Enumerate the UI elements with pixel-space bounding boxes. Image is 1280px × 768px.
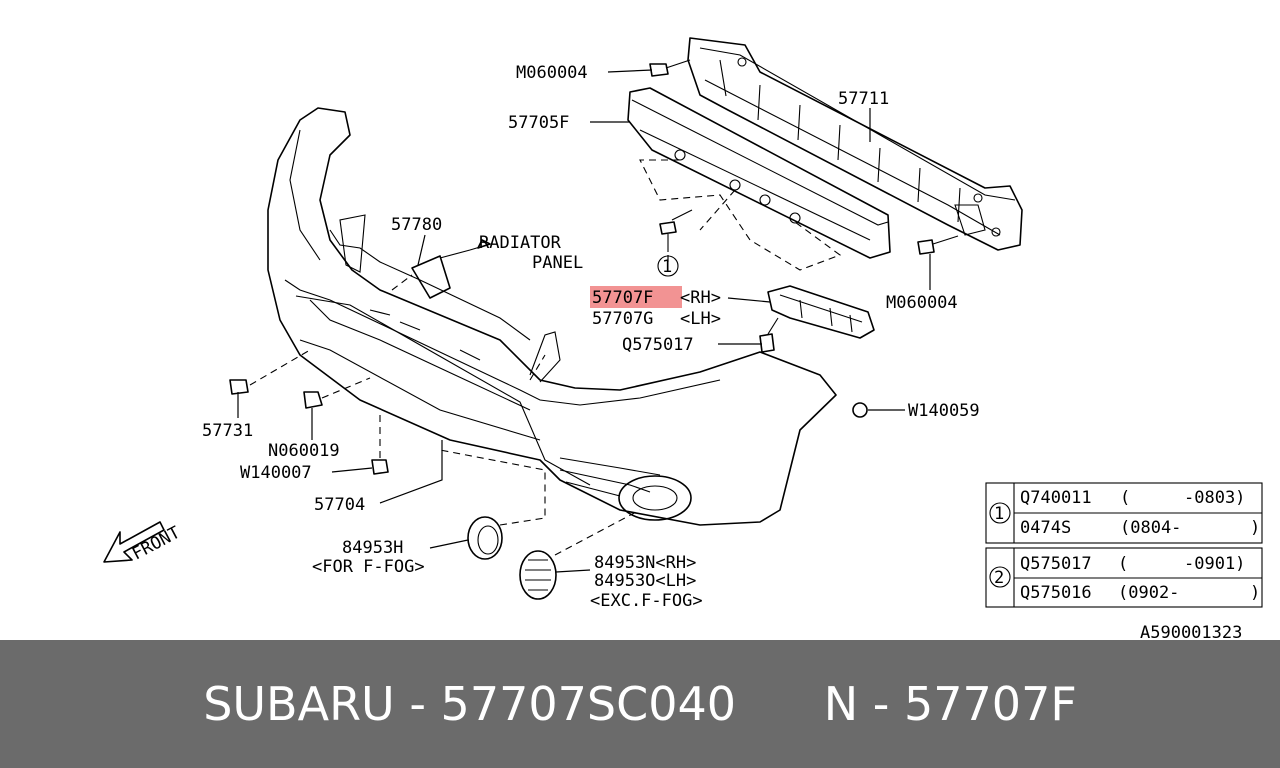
callout-1: 1 [662, 257, 672, 277]
label-57711: 57711 [838, 89, 889, 109]
ref-table-2-row-2-to: ) [1250, 583, 1260, 603]
part-highlight [590, 286, 682, 308]
label-84953h: 84953H [342, 538, 403, 558]
ref-table-2-row-2-from: (0902- [1118, 583, 1179, 603]
ref-table-1-row-1-to: -0803) [1184, 488, 1245, 508]
label-w140059: W140059 [908, 401, 980, 421]
label-84953h-note: <FOR F-FOG> [312, 557, 425, 577]
label-57707g-side: <LH> [680, 309, 721, 329]
footer-banner: SUBARU - 57707SC040 N - 57707F [0, 640, 1280, 768]
label-w140007: W140007 [240, 463, 312, 483]
label-n060019: N060019 [268, 441, 340, 461]
ref-table-1: 1 Q740011 ( -0803) 0474S (0804- ) [985, 482, 1263, 544]
screw-q575017 [759, 317, 779, 353]
clip-w140007 [371, 410, 389, 475]
reinforcement-beam-57711 [687, 37, 1023, 251]
clip-57731 [229, 349, 311, 395]
diagram-id: A590001323 [1140, 623, 1242, 640]
ref-table-1-row-1-from: ( [1120, 488, 1130, 508]
bracket-57707f [767, 285, 875, 339]
label-57704: 57704 [314, 495, 365, 515]
bumper-face-57704 [267, 107, 837, 526]
fog-cover-84953h [439, 449, 546, 560]
label-57780: 57780 [391, 215, 442, 235]
energy-absorber-57705f [627, 87, 891, 271]
front-arrow-icon [103, 521, 165, 563]
label-57705f: 57705F [508, 113, 569, 133]
ref-table-1-row-1-part: Q740011 [1020, 488, 1092, 508]
bracket-57780 [411, 239, 491, 299]
label-84953n: 84953N<RH> [594, 553, 696, 573]
bolt-m060004-top [649, 59, 691, 77]
label-57707g: 57707G [592, 309, 653, 329]
label-57731: 57731 [202, 421, 253, 441]
nut-n060019 [303, 377, 371, 409]
footer-spacer [736, 677, 824, 731]
label-57707f-side: <RH> [680, 288, 721, 308]
ref-table-2-mark: 2 [994, 568, 1004, 588]
nut-w140059 [852, 402, 868, 418]
label-84953o: 84953O<LH> [594, 571, 696, 591]
fog-cover-84953n [519, 509, 641, 600]
label-m060004-top: M060004 [516, 63, 588, 83]
parts-diagram: 1 M060004 57711 57705F 57780 RADIATOR PA… [103, 37, 1263, 640]
ref-table-2-row-2-part: Q575016 [1020, 583, 1092, 603]
label-radiator: RADIATOR [479, 233, 562, 253]
ref-table-1-row-2-to: ) [1250, 518, 1260, 538]
label-q575017: Q575017 [622, 335, 694, 355]
bolt-callout-1 [659, 209, 693, 252]
label-84953-note: <EXC.F-FOG> [590, 591, 703, 611]
label-m060004-right: M060004 [886, 293, 958, 313]
ref-table-1-mark: 1 [994, 504, 1004, 524]
ref-table-2-row-1-from: ( [1118, 554, 1128, 574]
label-panel: PANEL [532, 253, 583, 273]
ref-table-2: 2 Q575017 ( -0901) Q575016 (0902- ) [985, 547, 1263, 608]
label-57707f: 57707F [592, 288, 653, 308]
ref-table-1-row-2-part: 0474S [1020, 518, 1071, 538]
bolt-m060004-right [917, 235, 959, 255]
ref-table-2-row-1-part: Q575017 [1020, 554, 1092, 574]
ref-table-1-row-2-from: (0804- [1120, 518, 1181, 538]
ref-table-2-row-1-to: -0901) [1184, 554, 1245, 574]
label-front: FRONT [129, 523, 184, 565]
footer-brand-part: SUBARU - 57707SC040 [203, 677, 737, 731]
footer-number: N - 57707F [823, 677, 1077, 731]
